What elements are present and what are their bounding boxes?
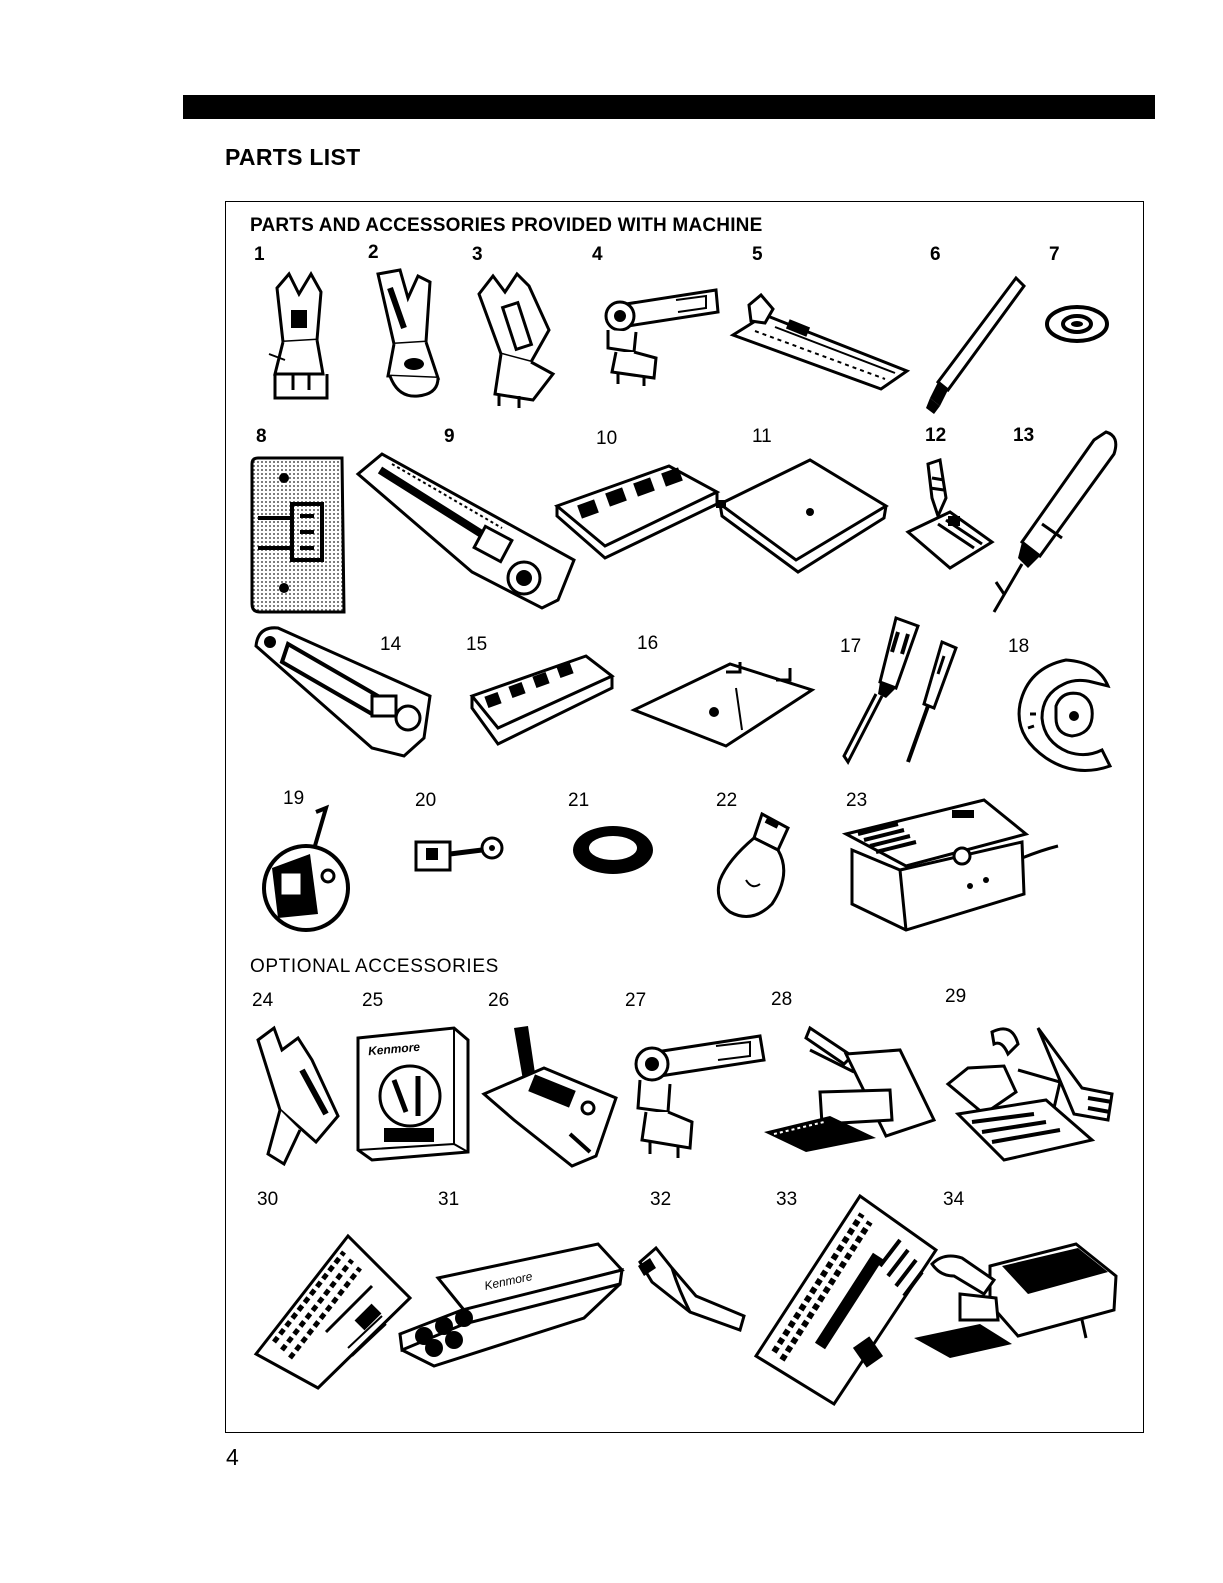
presser-foot-icon [473, 270, 571, 420]
part-number: 25 [362, 990, 383, 1012]
part-number: 11 [752, 426, 772, 448]
provided-heading: PARTS AND ACCESSORIES PROVIDED WITH MACH… [250, 215, 762, 237]
part-number: 28 [771, 989, 792, 1011]
part-number: 6 [930, 244, 941, 266]
buttonhole-guide-icon [352, 448, 580, 618]
screwdriver-icon [836, 612, 960, 772]
presser-foot-icon [368, 268, 458, 420]
top-rule [183, 95, 1155, 119]
feed-cover-plate-icon [248, 456, 348, 616]
part-number: 20 [415, 790, 436, 812]
part-number: 4 [592, 244, 603, 266]
part-number: 32 [650, 1189, 671, 1211]
presser-foot-icon [255, 270, 345, 420]
accessory-box-icon: Kenmore [354, 1020, 472, 1162]
buttonhole-foot-icon [725, 291, 915, 395]
part-number: 34 [943, 1189, 964, 1211]
edge-guide-icon [632, 1242, 750, 1338]
bobbin-cover-icon [714, 456, 890, 578]
optional-heading: OPTIONAL ACCESSORIES [250, 956, 499, 978]
part-number: 26 [488, 990, 509, 1012]
part-number: 27 [625, 990, 646, 1012]
seam-ripper-icon [982, 426, 1122, 622]
part-number: 1 [254, 244, 265, 266]
buttonhole-attachment-icon [628, 1030, 774, 1170]
spool-disc-icon [1041, 300, 1113, 348]
page-title: PARTS LIST [225, 144, 360, 171]
part-number: 29 [945, 986, 966, 1008]
ruffler-icon [942, 1018, 1120, 1168]
spool-pin-felt-icon [565, 818, 661, 882]
part-number: 30 [257, 1189, 278, 1211]
bobbin-case-icon [256, 806, 356, 936]
hook-race-icon [1006, 654, 1116, 776]
part-number: 7 [1049, 244, 1060, 266]
foot-control-icon [842, 798, 1062, 934]
part-number: 31 [438, 1189, 459, 1211]
needle-pack-icon [252, 1232, 414, 1392]
part-number: 9 [444, 426, 455, 448]
bobbin-box-icon: Kenmore [394, 1240, 626, 1370]
part-number: 12 [925, 425, 946, 447]
light-bulb-icon [706, 808, 796, 928]
walking-foot-icon [760, 1020, 940, 1152]
page-number: 4 [226, 1444, 239, 1471]
part-number: 10 [596, 428, 617, 450]
part-number: 3 [472, 244, 483, 266]
slide-plate-icon [630, 652, 818, 748]
pattern-cam-icon [468, 652, 616, 752]
presser-foot-icon [252, 1020, 348, 1172]
overlock-foot-icon [910, 1236, 1122, 1364]
buttonhole-guide-icon [248, 620, 440, 770]
part-number: 8 [256, 426, 267, 448]
bobbin-box-drawing [394, 1240, 626, 1370]
part-number: 5 [752, 244, 763, 266]
brush-icon [920, 272, 1032, 420]
buttonhole-attachment-icon [598, 286, 728, 394]
part-number: 21 [568, 790, 589, 812]
part-number: 24 [252, 990, 273, 1012]
pattern-cam-icon [553, 462, 721, 562]
thumb-screw-icon [410, 826, 510, 882]
blind-hem-foot-icon [480, 1024, 620, 1170]
part-number: 2 [368, 242, 379, 264]
